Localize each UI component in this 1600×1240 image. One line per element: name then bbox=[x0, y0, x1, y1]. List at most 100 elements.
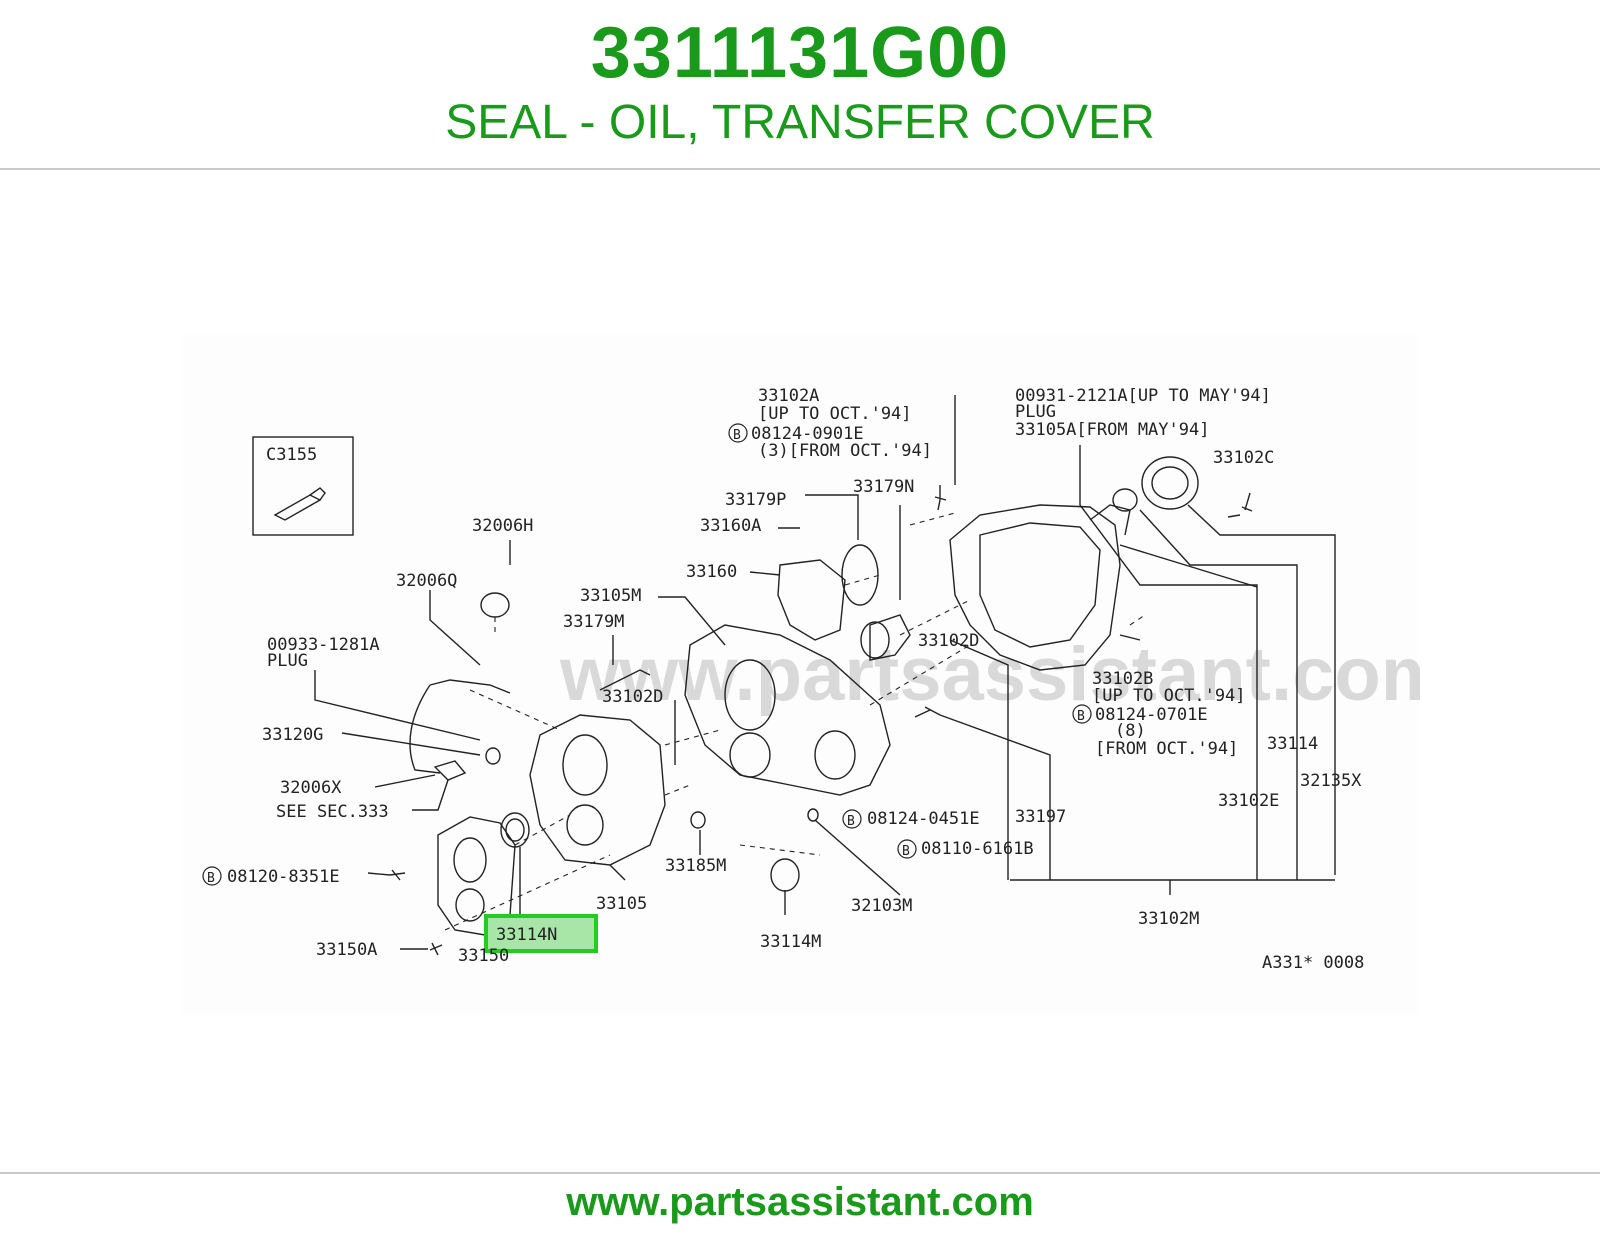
seal-33179P bbox=[841, 544, 879, 606]
transfer-cover-bore-lower bbox=[455, 888, 485, 922]
leader-32006Q bbox=[429, 590, 481, 666]
bolt-symbol-2: B bbox=[1077, 709, 1085, 724]
leader-32006X bbox=[374, 774, 436, 788]
plug-33120G bbox=[485, 747, 501, 765]
assembly-line-3 bbox=[664, 784, 691, 796]
leader-32103M bbox=[814, 819, 901, 896]
bolt-symbol-5: B bbox=[207, 871, 215, 886]
seal-33114M bbox=[770, 858, 800, 892]
label-00931-plug: PLUG bbox=[1015, 402, 1056, 422]
leader-33120G bbox=[341, 732, 481, 756]
label-33114M: 33114M bbox=[760, 932, 821, 952]
label-C3155: C3155 bbox=[266, 445, 317, 465]
watermark-text: www.partsassistant.com bbox=[559, 632, 1420, 717]
inset-box bbox=[252, 436, 354, 536]
bottom-divider bbox=[0, 1172, 1600, 1174]
label-33179P: 33179P bbox=[725, 490, 786, 510]
top-divider bbox=[0, 168, 1600, 170]
center-case-bore-upper bbox=[724, 659, 776, 731]
center-case-bore-lower bbox=[729, 732, 771, 778]
label-00933: 00933-1281A bbox=[267, 635, 380, 655]
leader-08120 bbox=[367, 872, 391, 876]
label-33102E: 33102E bbox=[1218, 791, 1279, 811]
bolt-33102A bbox=[934, 485, 947, 511]
label-08124-0901E-note: (3)[FROM OCT.'94] bbox=[758, 441, 932, 461]
transfer-cover-bore-upper bbox=[453, 837, 487, 883]
bolt-08120-8351E bbox=[389, 869, 406, 881]
leader-33102D-b bbox=[949, 639, 1009, 880]
assembly-line-11 bbox=[469, 617, 561, 731]
bearing-33102C-bore bbox=[1151, 466, 1189, 500]
label-08124-0451E: 08124-0451E bbox=[867, 809, 980, 829]
bolt-33102C bbox=[1227, 492, 1253, 518]
sealant-tube-icon bbox=[273, 487, 326, 521]
leader-33102E bbox=[1119, 544, 1258, 588]
assembly-line-6 bbox=[899, 599, 971, 636]
label-08110-6161B: 08110-6161B bbox=[921, 839, 1034, 859]
oil-seal-33114N bbox=[500, 812, 530, 848]
bolt-symbol-3: B bbox=[847, 814, 855, 829]
label-33114: 33114 bbox=[1267, 734, 1318, 754]
leader-33105 bbox=[609, 864, 626, 881]
leader-see-sec bbox=[412, 779, 449, 811]
leader-33197 bbox=[939, 714, 1051, 880]
leader-33179P bbox=[805, 494, 859, 540]
label-33105A: 33105A[FROM MAY'94] bbox=[1015, 420, 1209, 440]
leader-33114 bbox=[1139, 509, 1298, 880]
highlight-box-33114N[interactable] bbox=[484, 914, 598, 953]
connector-32006X bbox=[433, 760, 467, 781]
label-33179N: 33179N bbox=[853, 477, 914, 497]
assembly-line-8 bbox=[739, 844, 821, 856]
leader-33160 bbox=[749, 571, 781, 576]
center-case-33105M bbox=[684, 624, 891, 796]
assembly-line-9 bbox=[909, 512, 956, 526]
bolt-symbol-circle-3 bbox=[842, 809, 862, 829]
label-33102A-note: [UP TO OCT.'94] bbox=[758, 404, 912, 424]
label-00933-plug: PLUG bbox=[267, 651, 308, 671]
tube-33179M bbox=[599, 669, 651, 691]
breather-hose-32006Q bbox=[409, 679, 511, 774]
bolt-symbol-1: B bbox=[733, 428, 741, 443]
label-33102B: 33102B bbox=[1092, 669, 1153, 689]
bearing-33102C bbox=[1141, 456, 1199, 510]
label-33114N[interactable]: 33114N bbox=[496, 925, 557, 945]
diagram-svg: www.partsassistant.com bbox=[202, 386, 1448, 973]
figure-code: A331* 0008 bbox=[1262, 953, 1364, 973]
label-32006H: 32006H bbox=[472, 516, 533, 536]
bolt-symbol-circle-1 bbox=[728, 423, 748, 443]
label-see-sec-333: SEE SEC.333 bbox=[276, 802, 389, 822]
label-33160: 33160 bbox=[686, 562, 737, 582]
bolt-symbol-circle-2 bbox=[1072, 704, 1092, 724]
assembly-line-5 bbox=[844, 574, 881, 586]
rear-case-flange bbox=[1089, 504, 1131, 536]
label-32006Q: 32006Q bbox=[396, 571, 457, 591]
clamp-32006H bbox=[480, 592, 510, 618]
label-33102A: 33102A bbox=[758, 386, 819, 406]
label-08124-0701E-qty: (8) bbox=[1115, 721, 1146, 741]
bearing-33179N bbox=[869, 614, 911, 661]
label-33160A: 33160A bbox=[700, 516, 761, 536]
label-33102D-a: 33102D bbox=[602, 687, 663, 707]
label-33105: 33105 bbox=[596, 894, 647, 914]
exploded-parts-diagram: www.partsassistant.com bbox=[180, 335, 1448, 1015]
label-33105M: 33105M bbox=[580, 586, 641, 606]
label-33150: 33150 bbox=[458, 946, 509, 966]
rear-case-inner bbox=[979, 522, 1101, 648]
label-33197: 33197 bbox=[1015, 807, 1066, 827]
assembly-line-4 bbox=[664, 729, 721, 746]
front-case-bore-upper bbox=[562, 734, 608, 796]
leader-33105M bbox=[658, 596, 726, 646]
front-case-33105 bbox=[529, 714, 666, 866]
label-33102C: 33102C bbox=[1213, 448, 1274, 468]
label-08124-0701E-note: [FROM OCT.'94] bbox=[1095, 739, 1238, 759]
assembly-line-10 bbox=[1129, 614, 1146, 626]
label-32103M: 32103M bbox=[851, 896, 912, 916]
bolt-symbol-circle-5 bbox=[202, 866, 222, 886]
leader-32135X bbox=[1187, 504, 1336, 875]
label-00931: 00931-2121A[UP TO MAY'94] bbox=[1015, 386, 1271, 406]
bolt-symbol-circle-4 bbox=[897, 839, 917, 859]
bolt-33150A bbox=[429, 942, 443, 956]
bolt-symbol-4: B bbox=[902, 844, 910, 859]
footer-url[interactable]: www.partsassistant.com bbox=[566, 1180, 1034, 1224]
part-name-subtitle: SEAL - OIL, TRANSFER COVER bbox=[445, 96, 1155, 149]
